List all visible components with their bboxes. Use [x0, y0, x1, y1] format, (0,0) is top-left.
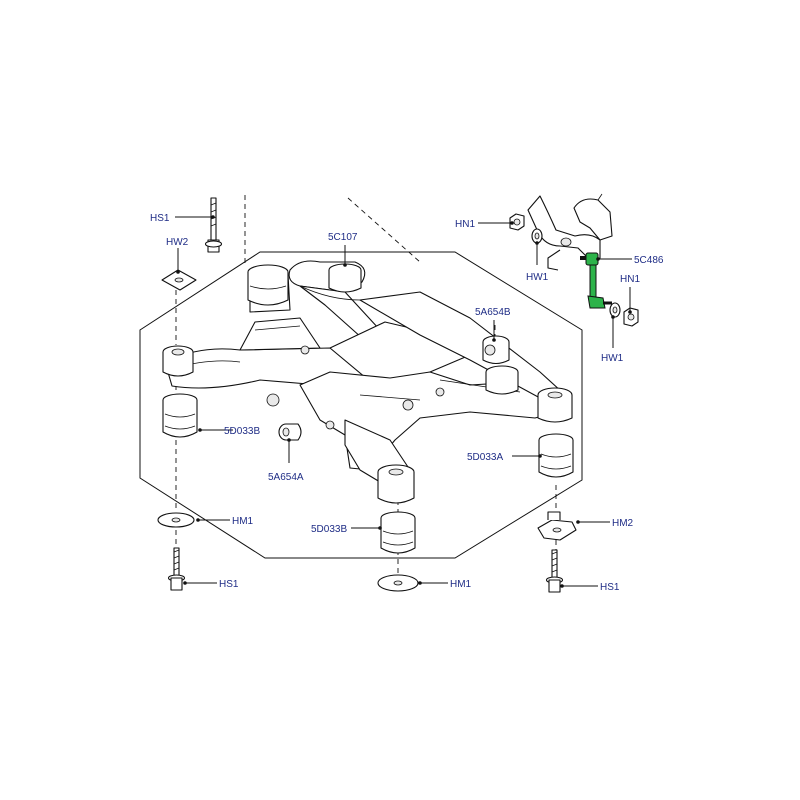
hs1-bolt-top	[204, 197, 223, 253]
label-hn1-left: HN1	[455, 219, 475, 230]
body-mount-5d033a	[538, 433, 574, 478]
label-hw1-right: HW1	[601, 353, 624, 364]
label-5d033b-bottom: 5D033B	[311, 524, 347, 535]
mounted-bushing-rear-left	[247, 264, 289, 306]
drop-link-5c486-highlighted	[580, 252, 612, 309]
hm1-plate-bottom	[377, 574, 419, 592]
label-5c486: 5C486	[634, 255, 664, 266]
mounted-bushing-mid-right	[485, 365, 519, 395]
hw2-washer	[161, 269, 197, 291]
hm1-plate-left	[157, 512, 195, 528]
label-5d033b-left: 5D033B	[224, 426, 260, 437]
hs1-bolt-left	[167, 547, 186, 591]
label-hw1-left: HW1	[526, 272, 549, 283]
label-hs1-right: HS1	[600, 582, 620, 593]
label-hm1-left: HM1	[232, 516, 254, 527]
hs1-bolt-right	[545, 549, 564, 593]
label-hs1-top: HS1	[150, 213, 170, 224]
label-hw2: HW2	[166, 237, 189, 248]
hn1-nut-left	[509, 213, 525, 231]
hw1-washer-right	[609, 302, 621, 318]
bush-5a654b	[482, 335, 510, 365]
label-5c107: 5C107	[328, 232, 358, 243]
label-5a654a: 5A654A	[268, 472, 304, 483]
mounted-bushing-front-left	[162, 345, 194, 377]
hm2-bracket	[537, 511, 577, 541]
label-hm1-bottom: HM1	[450, 579, 472, 590]
anti-roll-bar	[527, 193, 613, 271]
label-hn1-right: HN1	[620, 274, 640, 285]
mounted-bushing-front-right	[537, 387, 573, 423]
bush-5a654a	[278, 423, 302, 441]
mounted-bushing-center	[377, 464, 415, 504]
label-leader-lines	[175, 215, 632, 588]
hw1-washer-left	[531, 228, 543, 244]
body-mount-5d033b-left	[162, 393, 198, 438]
subframe-group-outline	[139, 251, 583, 559]
label-5a654b: 5A654B	[475, 307, 511, 318]
label-hm2: HM2	[612, 518, 634, 529]
label-hs1-left: HS1	[219, 579, 239, 590]
label-5d033a: 5D033A	[467, 452, 503, 463]
body-mount-5d033b-bottom	[380, 511, 416, 554]
mounted-bushing-rear-right	[328, 263, 362, 293]
